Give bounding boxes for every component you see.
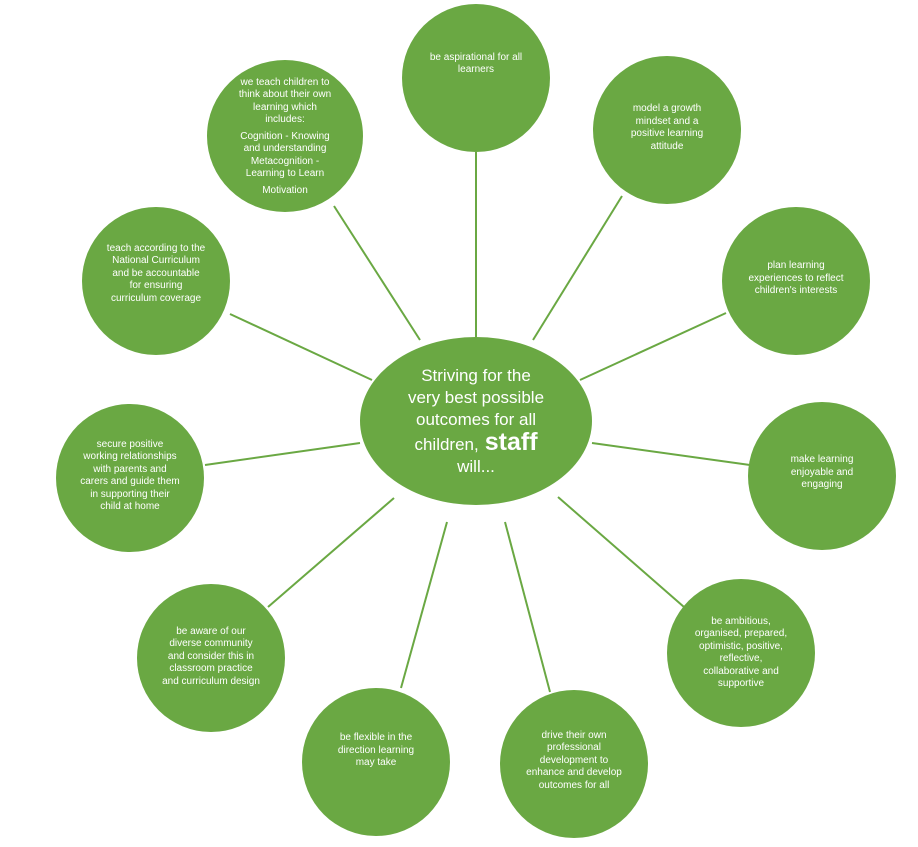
node-diverse-community-line: be aware of our bbox=[176, 625, 246, 637]
node-growth-mindset-line: positive learning bbox=[630, 128, 704, 139]
node-flexible-line: direction learning bbox=[337, 744, 415, 756]
node-ambitious-line: reflective, bbox=[719, 653, 763, 664]
node-flexible-line: be flexible in the bbox=[339, 732, 413, 744]
node-metacognition-line: and understanding bbox=[243, 143, 327, 155]
node-enjoyable-line: engaging bbox=[801, 479, 843, 491]
node-relationships-line: carers and guide them bbox=[80, 476, 180, 487]
center-line-4-prefix: children, bbox=[414, 434, 479, 454]
node-aspirational: be aspirational for all learners bbox=[402, 4, 550, 152]
node-plan-learning: plan learning experiences to reflect chi… bbox=[722, 207, 870, 355]
node-metacognition-line: Motivation bbox=[262, 184, 308, 196]
node-relationships-line: working relationships bbox=[83, 451, 177, 462]
node-plan-learning-line: plan learning bbox=[767, 260, 825, 272]
center-statement: Striving for the very best possible outc… bbox=[360, 337, 592, 505]
node-ambitious-line: optimistic, positive, bbox=[699, 640, 783, 652]
node-metacognition-line: Learning to Learn bbox=[245, 168, 325, 180]
node-relationships: secure positive working relationships wi… bbox=[56, 404, 204, 552]
connector-flexible bbox=[400, 521, 448, 689]
node-professional-dev: drive their own professional development… bbox=[500, 690, 648, 838]
node-professional-dev-line: outcomes for all bbox=[538, 779, 610, 791]
center-emphasis-staff: staff bbox=[484, 427, 538, 456]
center-line-1: Striving for the bbox=[421, 365, 531, 385]
center-line-2: very best possible bbox=[407, 387, 545, 407]
node-metacognition-line: Cognition - Knowing bbox=[240, 130, 330, 142]
node-professional-dev-line: development to bbox=[539, 754, 609, 766]
node-diverse-community: be aware of our diverse community and co… bbox=[137, 584, 285, 732]
connector-ambitious bbox=[557, 496, 685, 608]
node-metacognition-line: think about their own bbox=[238, 89, 332, 101]
node-relationships-line: in supporting their bbox=[90, 488, 170, 500]
center-line-5: will... bbox=[457, 456, 495, 476]
center-line-4: children, staff bbox=[414, 427, 538, 456]
node-growth-mindset: model a growth mindset and a positive le… bbox=[593, 56, 741, 204]
node-diverse-community-line: diverse community bbox=[169, 638, 253, 650]
node-relationships-line: child at home bbox=[100, 501, 160, 512]
node-curriculum-line: curriculum coverage bbox=[110, 292, 202, 304]
node-ambitious: be ambitious, organised, prepared, optim… bbox=[667, 579, 815, 727]
node-professional-dev-line: drive their own bbox=[541, 729, 607, 741]
connector-professional-dev bbox=[504, 521, 551, 693]
node-diverse-community-line: classroom practice bbox=[169, 663, 253, 675]
node-aspirational-line: be aspirational for all bbox=[429, 51, 523, 63]
node-ambitious-line: organised, prepared, bbox=[694, 628, 788, 639]
node-curriculum-line: teach according to the bbox=[106, 242, 206, 254]
node-relationships-line: with parents and bbox=[93, 463, 167, 475]
connector-relationships bbox=[204, 442, 361, 466]
node-enjoyable: make learning enjoyable and engaging bbox=[748, 402, 896, 550]
node-enjoyable-line: make learning bbox=[790, 454, 854, 466]
connector-plan-learning bbox=[579, 312, 727, 381]
node-metacognition-line: learning which bbox=[253, 101, 317, 113]
node-ambitious-line: supportive bbox=[717, 678, 765, 689]
node-ambitious-line: be ambitious, bbox=[711, 615, 771, 627]
node-enjoyable-line: enjoyable and bbox=[790, 466, 854, 478]
node-curriculum-line: for ensuring bbox=[129, 280, 183, 292]
node-metacognition-line: includes: bbox=[265, 114, 305, 126]
connector-metacognition bbox=[333, 205, 421, 341]
node-flexible-line: may take bbox=[355, 757, 397, 769]
node-relationships-line: secure positive bbox=[96, 438, 164, 450]
node-curriculum-line: National Curriculum bbox=[112, 255, 200, 267]
node-flexible: be flexible in the direction learning ma… bbox=[302, 688, 450, 836]
node-professional-dev-line: professional bbox=[547, 742, 601, 754]
node-plan-learning-line: experiences to reflect bbox=[748, 272, 844, 284]
connector-curriculum bbox=[229, 313, 373, 381]
node-aspirational-line: learners bbox=[457, 64, 495, 75]
node-diverse-community-line: and curriculum design bbox=[162, 675, 260, 687]
node-curriculum: teach according to the National Curricul… bbox=[82, 207, 230, 355]
node-metacognition-line: Metacognition - bbox=[250, 155, 320, 167]
node-plan-learning-line: children's interests bbox=[754, 285, 838, 297]
connector-diverse-community bbox=[267, 497, 395, 608]
node-metacognition-line: we teach children to bbox=[240, 76, 330, 88]
connector-growth-mindset bbox=[532, 195, 623, 341]
node-curriculum-line: and be accountable bbox=[112, 267, 200, 279]
center-line-3: outcomes for all bbox=[416, 409, 536, 429]
node-diverse-community-line: and consider this in bbox=[167, 650, 255, 662]
node-metacognition: we teach children to think about their o… bbox=[207, 60, 363, 212]
node-professional-dev-line: enhance and develop bbox=[526, 767, 622, 779]
node-growth-mindset-line: model a growth bbox=[632, 103, 702, 114]
node-growth-mindset-line: attitude bbox=[650, 140, 684, 152]
connector-enjoyable bbox=[591, 442, 751, 466]
node-ambitious-line: collaborative and bbox=[703, 665, 779, 677]
node-growth-mindset-line: mindset and a bbox=[635, 115, 699, 127]
